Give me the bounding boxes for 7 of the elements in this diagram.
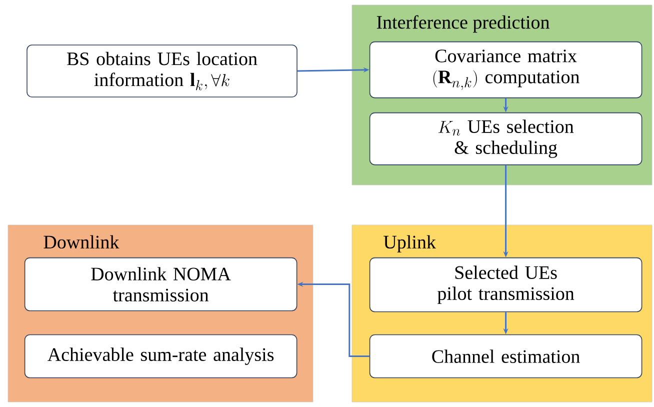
process-box: Selected UEs pilot transmission xyxy=(369,257,642,312)
process-box: Covariance matrix $(\mathbf{R}_{n,k})$ computation xyxy=(369,41,642,98)
process-box: Channel estimation xyxy=(369,334,642,378)
process-box: BS obtains UEs location information $\mathbf{l}_k, \forall k$ xyxy=(26,44,298,98)
process-box: Achievable sum-rate analysis xyxy=(24,334,298,378)
process-box: $K_n$ UEs selection & scheduling xyxy=(369,112,642,166)
process-box: Downlink NOMA transmission xyxy=(24,257,298,312)
